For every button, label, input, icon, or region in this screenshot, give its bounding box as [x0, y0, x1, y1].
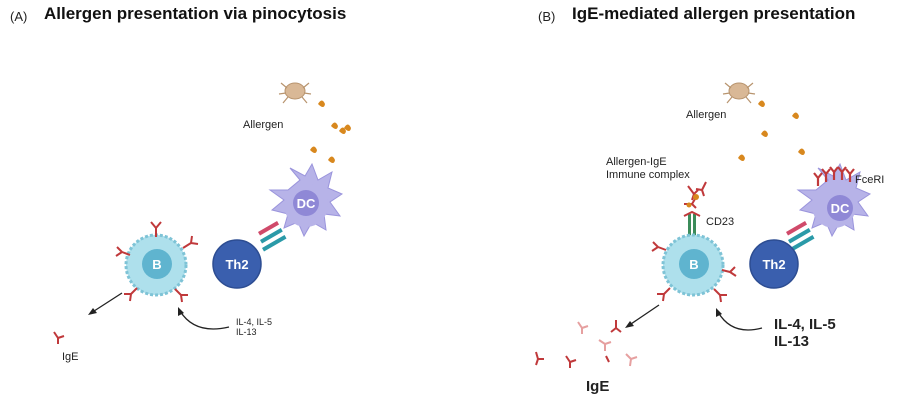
antibody-icon [657, 287, 671, 302]
antibody-icon [150, 221, 162, 237]
antibody-icon [565, 355, 577, 368]
antibody-icon [713, 288, 727, 303]
antibody-icon [598, 339, 612, 351]
antibody-icon [813, 172, 823, 186]
dc-label: DC [297, 196, 316, 211]
b-label: B [689, 257, 698, 272]
th2-label: Th2 [762, 257, 785, 272]
panel-b: (B) IgE-mediated allergen presentation [456, 0, 912, 406]
b-cell: B [661, 233, 725, 297]
antibody-icon [53, 331, 65, 344]
allergen-particle-icon [792, 112, 799, 119]
antibody-icon [721, 266, 737, 277]
antibody-icon [695, 181, 707, 197]
allergen-particle-icon [758, 100, 765, 107]
panel-b-title: IgE-mediated allergen presentation [572, 4, 856, 23]
panel-b-letter: (B) [538, 9, 556, 24]
antibody-icon [651, 241, 667, 252]
allergen-particle-icon [318, 100, 325, 107]
tcr-mhc-complex [258, 221, 287, 252]
ige-label: IgE [62, 351, 79, 363]
antibody-icon [605, 355, 610, 363]
th2-cell: Th2 [212, 239, 262, 289]
b-cell: B [124, 233, 188, 297]
allergen-label: Allergen [686, 109, 727, 121]
arrow-icon [716, 308, 763, 331]
arrow-icon [178, 307, 230, 330]
b-cell-antibodies [115, 221, 199, 303]
panel-a: (A) Allergen presentation via pinocytosi… [10, 4, 351, 363]
panel-a-diagram: DC Th2 B [53, 82, 351, 344]
panel-b-diagram: DC Th2 B [535, 82, 872, 368]
dc-label: DC [831, 201, 850, 216]
allergen-particle-icon [344, 124, 351, 131]
th2-label: Th2 [225, 257, 248, 272]
tcr-mhc-complex [786, 221, 815, 252]
antibody-icon [174, 288, 188, 303]
allergen-particle-icon [328, 156, 335, 163]
complex-line2: Immune complex [606, 169, 690, 181]
th2-cell: Th2 [749, 239, 799, 289]
antibody-icon [625, 353, 638, 367]
cd23-label: CD23 [706, 216, 735, 228]
arrow-icon [625, 304, 660, 328]
allergen-label: Allergen [243, 119, 284, 131]
b-cell-antibodies [651, 241, 737, 303]
antibody-icon [124, 287, 138, 302]
allergen-particle-icon [339, 127, 346, 134]
antibody-icon [535, 351, 544, 366]
allergen-particles [738, 100, 805, 161]
fceri-receptors [813, 166, 855, 186]
cytokines-line2: IL-13 [774, 333, 810, 350]
antibody-icon [837, 166, 847, 180]
allergen-particle-icon [331, 122, 338, 129]
allergen-particle-icon [798, 148, 805, 155]
panel-a-title: Allergen presentation via pinocytosis [44, 4, 347, 23]
cytokines-line1: IL-4, IL-5 [774, 316, 836, 333]
dust-mite-icon [278, 82, 312, 104]
dendritic-cell: DC [268, 162, 344, 238]
b-label: B [152, 257, 161, 272]
secreted-ige [53, 331, 65, 344]
complex-line1: Allergen-IgE [606, 156, 667, 168]
antibody-icon [577, 321, 589, 334]
allergen-particle-icon [738, 154, 745, 161]
panel-a-letter: (A) [10, 9, 28, 24]
antibody-icon [845, 168, 855, 182]
secreted-ige [535, 320, 638, 368]
dendritic-cell: DC [796, 162, 872, 238]
fceri-label: FceRI [855, 174, 885, 186]
cd23-receptor [683, 210, 701, 238]
dust-mite-icon [722, 82, 756, 104]
allergen-particle-icon [310, 146, 317, 153]
arrow-icon [88, 292, 123, 315]
antibody-icon [610, 320, 622, 333]
ige-label: IgE [586, 378, 610, 395]
antibody-icon [821, 168, 831, 182]
cytokines-line1: IL-4, IL-5 [236, 317, 273, 327]
allergen-particles [310, 100, 351, 163]
allergen-particle-icon [761, 130, 768, 137]
antibody-icon [182, 235, 199, 249]
cytokines-line2: IL-13 [236, 327, 257, 337]
antibody-icon [115, 246, 131, 257]
immune-complex [684, 181, 707, 209]
